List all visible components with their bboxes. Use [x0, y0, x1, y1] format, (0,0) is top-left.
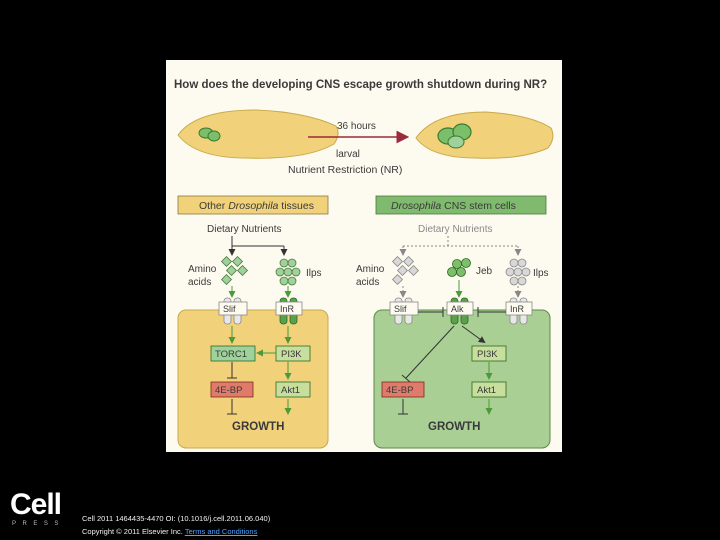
- cell-press-logo: Cell: [10, 488, 61, 522]
- left-akt1-label: Akt1: [281, 385, 300, 396]
- right-amino-label-1: Amino: [356, 264, 385, 275]
- right-4ebp-label: 4E-BP: [386, 385, 413, 396]
- left-amino-label-2: acids: [188, 277, 211, 288]
- nr-label-line2: Nutrient Restriction (NR): [288, 164, 402, 176]
- right-header-text: Drosophila CNS stem cells: [391, 200, 516, 212]
- right-growth-label: GROWTH: [428, 421, 480, 433]
- left-amino-label-1: Amino: [188, 264, 217, 275]
- figure-panel: How does the developing CNS escape growt…: [166, 60, 562, 452]
- left-ilps-cluster: [276, 259, 300, 285]
- left-pi3k-label: PI3K: [281, 349, 302, 360]
- right-inr-label: InR: [510, 304, 525, 314]
- left-ilps-label: Ilps: [306, 268, 322, 279]
- right-ilps-cluster: [506, 259, 530, 285]
- larva-left-image: [178, 110, 338, 158]
- left-amino-acid-cluster: [222, 257, 248, 285]
- right-slif-label: Slif: [394, 304, 407, 314]
- pathway-diagram: How does the developing CNS escape growt…: [166, 60, 562, 452]
- left-4ebp-label: 4E-BP: [215, 385, 242, 396]
- time-label: 36 hours: [337, 121, 376, 132]
- copyright-line: Copyright © 2011 Elsevier Inc. Terms and…: [82, 527, 257, 536]
- right-jeb-label: Jeb: [476, 266, 493, 277]
- right-akt1-label: Akt1: [477, 385, 496, 396]
- cell-press-logo-subtext: PRESS: [12, 521, 65, 527]
- terms-and-conditions-link[interactable]: Terms and Conditions: [185, 527, 258, 536]
- left-dietary-label: Dietary Nutrients: [207, 224, 281, 235]
- right-alk-label: Alk: [451, 304, 464, 314]
- figure-question: How does the developing CNS escape growt…: [174, 79, 547, 91]
- larva-right-image: [416, 112, 553, 158]
- left-header-text: Other Drosophila tissues: [199, 200, 314, 212]
- left-slif-label: Slif: [223, 304, 236, 314]
- right-dietary-label: Dietary Nutrients: [418, 224, 492, 235]
- nr-label-line1: larval: [336, 149, 360, 160]
- right-ilps-label: Ilps: [533, 268, 549, 279]
- left-torc1-label: TORC1: [215, 349, 247, 360]
- right-jeb-cluster: [448, 259, 471, 277]
- right-amino-label-2: acids: [356, 277, 379, 288]
- citation-text: Cell 2011 1464435-4470 OI: (10.1016/j.ce…: [82, 514, 270, 523]
- left-inr-label: InR: [280, 304, 295, 314]
- left-growth-label: GROWTH: [232, 421, 284, 433]
- copyright-text: Copyright © 2011 Elsevier Inc.: [82, 527, 185, 536]
- right-amino-acid-cluster: [393, 257, 419, 285]
- right-pi3k-label: PI3K: [477, 349, 498, 360]
